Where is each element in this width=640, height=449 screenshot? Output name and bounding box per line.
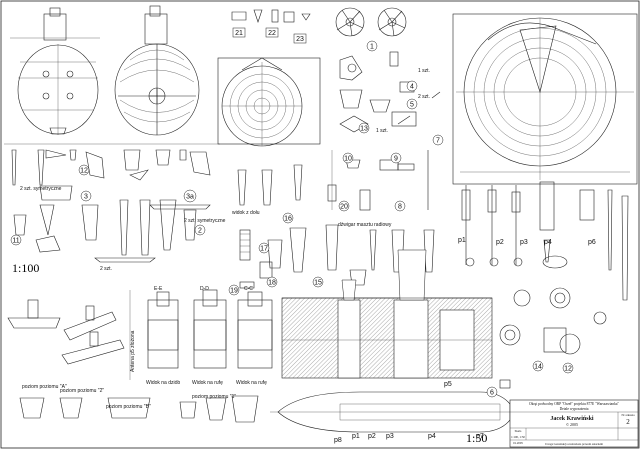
part-number-14: 13: [360, 126, 368, 133]
sheet-header: Nr arkusza: [621, 413, 635, 417]
periscope-label: p1: [458, 237, 466, 244]
level-label-d: poziom poziomu "1": [192, 394, 236, 400]
part-number-10: 10: [344, 156, 352, 163]
hull-front-views: [10, 5, 200, 136]
part-number-17: 16: [284, 216, 292, 223]
level-label-a: poziom poziomu "A": [22, 384, 67, 390]
scale-value: 1:100, 1:50: [511, 435, 525, 440]
scale-label-1-100: 1:100: [12, 261, 39, 275]
part-number-5: 5: [410, 102, 414, 109]
propeller-views: [335, 7, 441, 133]
periscope-label: p3: [520, 239, 528, 246]
periscopes-masts: [327, 150, 629, 355]
part-number-9: 9: [394, 156, 398, 163]
part-number-22: 21: [235, 30, 243, 37]
periscope-label: p2: [496, 239, 504, 246]
small-parts-top: [231, 9, 311, 23]
part-number-20: 19: [230, 288, 238, 295]
scale-label-1-50: 1:50: [466, 431, 487, 445]
part-number-6: 6: [490, 390, 494, 397]
part-number-18: 17: [260, 246, 268, 253]
part-number-3a: 3a: [186, 194, 194, 201]
part-number-1: 1: [370, 44, 374, 51]
title-block: Okręt podwodny ORP "Orzeł" projektu 877E…: [509, 399, 639, 448]
scale-header: Skala: [515, 429, 522, 433]
mast-label: dźwigar masztu radiowy: [338, 222, 392, 228]
subtitle-text: Detale wyposażenia: [560, 407, 589, 411]
qty-note: 2 szt. symetryczne: [184, 218, 226, 224]
part-number-24: 23: [296, 36, 304, 43]
section-labels: E-E D-D C-C Widok na dziób Widok na rufę…: [22, 210, 392, 410]
hull-stern-body: [452, 13, 638, 185]
title-text: Okręt podwodny ORP "Orzeł" projektu 877E…: [529, 402, 619, 406]
part-number-13: 12: [564, 366, 572, 373]
section-label-dd: D-D: [200, 286, 209, 292]
part-number-7: 7: [436, 138, 440, 145]
part-number-15: 14: [534, 364, 542, 371]
periscope-label: p4: [544, 239, 552, 246]
small-parts-1-100: [4, 143, 220, 263]
periscope-label: p5: [444, 381, 452, 388]
part-number-2: 2: [198, 228, 202, 235]
part-number-4: 4: [410, 84, 414, 91]
view-label-rufa-1: Widok na rufę: [192, 380, 223, 386]
part-number-markers: 1 2 3 3a 4 5 6 7 8 9 10 11 12 12 13 14 1…: [10, 27, 574, 398]
periscope-label: p8: [334, 437, 342, 444]
qty-note: 2 szt.: [100, 266, 112, 272]
quantity-notes: 1 szt. 2 szt. 1 szt. 2 szt. symetryczne …: [20, 68, 430, 272]
periscope-label: p7: [476, 433, 484, 440]
antenna-label: Antena p5 złożona: [130, 330, 136, 372]
hull-plan-view: [19, 379, 520, 433]
view-label-rufa-2: Widok na rufę: [236, 380, 267, 386]
part-number-12: 12: [80, 168, 88, 175]
periscope-label: p4: [428, 433, 436, 440]
conning-tower-section: [281, 249, 493, 379]
part-number-23: 22: [268, 30, 276, 37]
level-label-c: poziom poziomu "B": [106, 404, 151, 410]
qty-note: 1 szt.: [418, 68, 430, 74]
part-number-21: 20: [340, 204, 348, 211]
periscope-label: p6: [588, 239, 596, 246]
periscope-label: p3: [386, 433, 394, 440]
view-label-dziob: Widok na dziób: [146, 380, 180, 386]
bottom-view-label: widok z dołu: [232, 210, 260, 216]
sheet-number: 2: [626, 418, 630, 426]
footer-note: Uwaga: konstrukcja zastrzeżona prawem au…: [545, 443, 604, 446]
ship-models: [7, 289, 273, 380]
qty-note: 2 szt. symetryczne: [20, 186, 62, 192]
part-number-11: 11: [12, 238, 19, 245]
qty-note: 1 szt.: [376, 128, 388, 134]
part-number-3: 3: [84, 194, 88, 201]
periscope-label: p1: [352, 433, 360, 440]
author-name: Jacek Krawiński: [550, 416, 594, 422]
date-value: 01.2005: [513, 441, 523, 445]
part-number-8: 8: [398, 204, 402, 211]
part-number-16: 15: [314, 280, 322, 287]
section-label-cc: C-C: [244, 286, 253, 292]
periscope-label: p2: [368, 433, 376, 440]
copyright-text: © 2005: [566, 422, 578, 427]
periscope-labels: p1 p2 p3 p4 p5 p6 p7 p8 p1 p2 p3 p4: [334, 237, 596, 444]
stern-detail-box: [217, 57, 321, 147]
qty-note: 2 szt.: [418, 94, 430, 100]
level-label-b: poziom poziomu "2": [60, 388, 104, 394]
section-label-ee: E-E: [154, 286, 163, 292]
part-number-19: 18: [268, 280, 276, 287]
